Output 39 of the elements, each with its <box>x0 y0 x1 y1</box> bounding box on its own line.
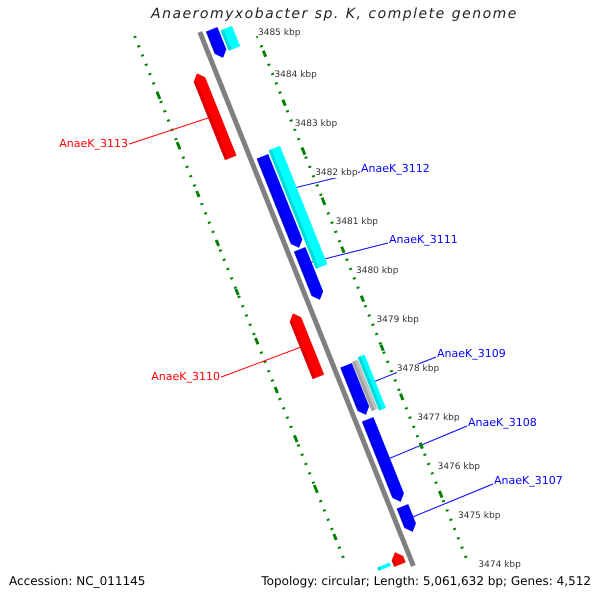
gene-bar <box>294 247 324 300</box>
gene-bar <box>206 27 226 58</box>
gene-bar <box>392 552 406 567</box>
gene-bar <box>358 354 386 411</box>
gene-label: AnaeK_3113 <box>59 137 128 150</box>
gene-bar <box>377 562 391 571</box>
scale-label: 3478 kbp <box>396 364 440 374</box>
gene-bar <box>194 73 237 160</box>
scale-label: 3484 kbp <box>274 70 317 80</box>
leader-line <box>220 346 301 378</box>
leader-line <box>389 426 468 459</box>
leader-line <box>412 484 494 518</box>
scale-label: 3483 kbp <box>294 119 338 129</box>
genome-summary-text: Topology: circular; Length: 5,061,632 bp; Genes: 4,512 <box>261 574 591 588</box>
gene-bar <box>396 504 416 532</box>
scale-label: 3479 kbp <box>376 315 419 325</box>
gene-label: AnaeK_3110 <box>151 370 220 383</box>
gene-bar <box>256 154 302 248</box>
scale-label: 3476 kbp <box>438 462 480 472</box>
accession-text: Accession: NC_011145 <box>9 574 146 588</box>
gene-label: AnaeK_3112 <box>361 162 430 175</box>
scale-label: 3475 kbp <box>458 511 500 521</box>
map-title: Anaeromyxobacter sp. K, complete genome <box>149 6 519 22</box>
gene-bar <box>220 26 240 51</box>
scale-label: 3480 kbp <box>356 266 398 276</box>
scale-label: 3477 kbp <box>417 413 460 423</box>
gene-label: AnaeK_3107 <box>494 474 563 487</box>
gene-label: AnaeK_3111 <box>389 233 458 246</box>
gene-bar <box>290 313 324 380</box>
scale-label: 3481 kbp <box>336 217 378 227</box>
gene-label: AnaeK_3108 <box>468 416 537 429</box>
scale-label: 3474 kbp <box>478 560 521 570</box>
leader-line <box>128 117 209 145</box>
scale-label: 3482 kbp <box>315 168 358 178</box>
gene-bar <box>340 363 370 415</box>
gene-label: AnaeK_3109 <box>437 347 506 360</box>
scale-label: 3485 kbp <box>258 28 300 38</box>
gene-bar <box>352 359 378 412</box>
gene-bar <box>362 417 404 502</box>
